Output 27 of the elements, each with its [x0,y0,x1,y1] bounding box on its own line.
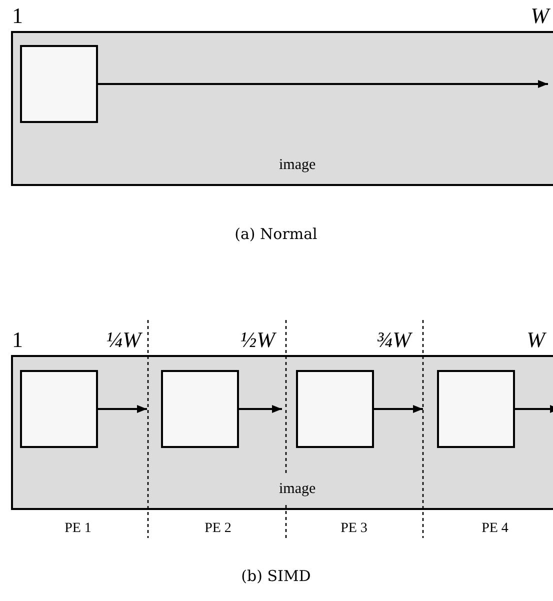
arrow [98,405,147,413]
arrow [515,405,553,413]
pixel-block [296,370,374,448]
pe-label: PE 4 [482,520,508,538]
pe-label: PE 1 [64,520,92,538]
arrow [374,405,423,413]
coordinate-label: 1 [12,326,23,354]
pe-label: PE 2 [204,520,232,538]
coordinate-label: W [526,326,547,354]
pe-label: PE 3 [340,520,368,538]
coordinate-label: 1 [12,2,23,30]
pixel-block [20,45,98,123]
image-panel [11,31,553,186]
coordinate-label: ½W [240,326,277,354]
coordinate-label: W [530,2,551,30]
arrow [239,405,282,413]
image-panel [11,355,553,510]
caption: (b) SIMD [241,567,311,586]
panel-label: image [279,482,316,497]
pixel-block [161,370,239,448]
coordinate-label: ¼W [106,326,143,354]
pixel-block [20,370,98,448]
pixel-block [437,370,515,448]
coordinate-label: ¾W [376,326,413,354]
arrow [98,80,548,88]
panel-label: image [279,158,316,173]
caption: (a) Normal [234,225,318,244]
